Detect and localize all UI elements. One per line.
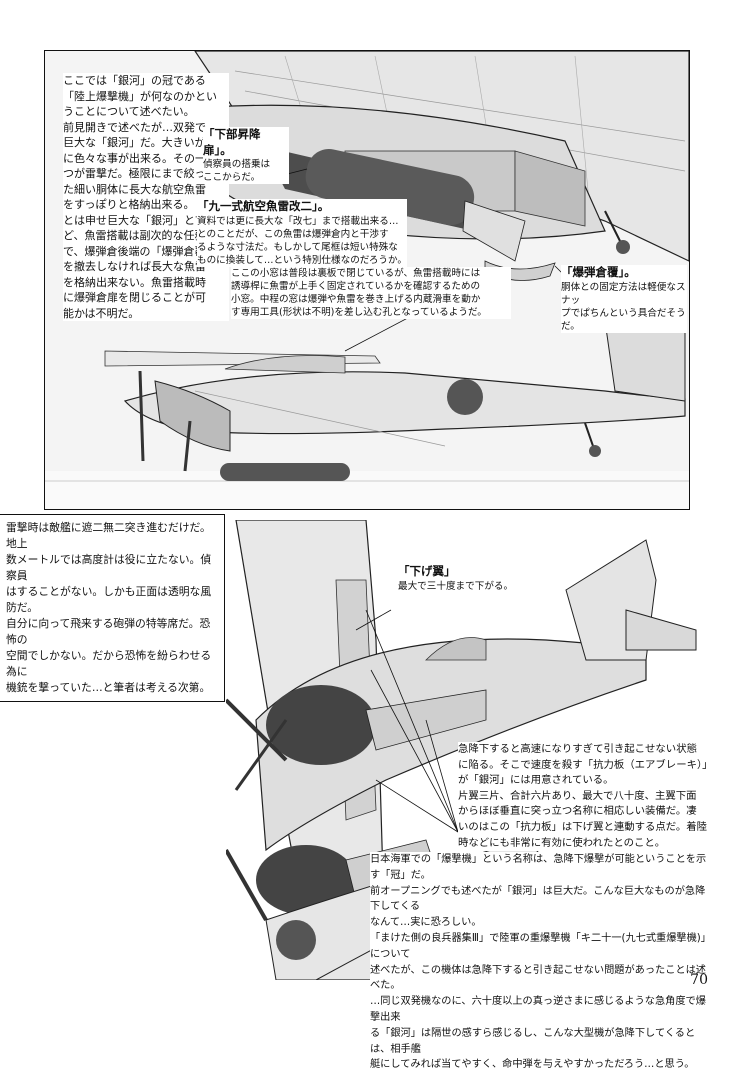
intro-line: に色々な事が出来る。その一 (63, 151, 206, 165)
dive-line: 急降下すると高速になりすぎて引き起こせない状態 (458, 743, 697, 755)
attack-line: 雷撃時は敵艦に遮二無二突き進むだけだ。地上 (6, 521, 211, 550)
intro-line: 能かは不明だ。 (63, 306, 140, 320)
intro-line: を格納出来ない。魚雷搭載時 (63, 275, 206, 289)
caption-bomb-cover: 「爆弾倉覆」。 胴体との固定方法は軽便なスナッ プでぱちんという具合だそうだ。 (561, 265, 687, 333)
intro-line: ど、魚雷搭載は副次的な任務 (63, 229, 206, 242)
bottom-line: …同じ双発機なのに、六十度以上の真っ逆さまに感じるような急角度で爆撃出来 (370, 996, 706, 1023)
intro-line: 「陸上爆撃機」が何なのかとい (63, 89, 217, 103)
bottom-line: 前オープニングでも述べたが「銀河」は巨大だ。こんな巨大なものが急降下してくる (370, 885, 706, 913)
aircraft-side-view (104, 320, 686, 481)
intro-line: 前見開きで述べたが…双発で (63, 120, 206, 134)
dive-line: 時などにも非常に有効に使われたとのこと。 (458, 836, 666, 849)
caption-title: 「下げ翼」 (398, 564, 456, 578)
caption-flap: 「下げ翼」 最大で三十度まで下がる。 (398, 564, 538, 593)
caption-line: 胴体との固定方法は軽便なスナッ (561, 281, 686, 306)
dive-line: に陥る。そこで速度を殺す「抗力板（エアブレーキ）」 (458, 758, 713, 771)
attack-line: はすることがない。しかも正面は透明な風防だ。 (6, 585, 212, 614)
caption-line: 最大で三十度まで下がる。 (398, 580, 514, 592)
intro-line: うことについて述べたい。 (63, 105, 195, 118)
attack-info-box: 雷撃時は敵艦に遮二無二突き進むだけだ。地上 数メートルでは高度計は役に立たない。… (0, 514, 225, 702)
bottom-line: る「銀河」は隔世の感すら感じるし、こんな大型機が急降下してくるとは、相手艦 (370, 1027, 696, 1055)
bottom-line: 述べたが、この機体は急降下すると引き起こせない問題があったことは述べた。 (370, 964, 706, 992)
caption-line: ここの小窓は普段は裏板で閉じているが、魚雷搭載時には (231, 268, 481, 279)
caption-small-window: ここの小窓は普段は裏板で閉じているが、魚雷搭載時には 誘導桿に魚雷が上手く固定さ… (231, 267, 511, 319)
caption-line: とのことだが、この魚雷は爆弾倉内と干渉す (197, 228, 389, 240)
top-illustration-panel: ここでは「銀河」の冠である 「陸上爆撃機」が何なのかとい うことについて述べたい… (44, 50, 690, 510)
intro-line: で、爆弾倉後端の「爆弾倉覆」 (63, 244, 217, 258)
intro-line: とは申せ巨大な「銀河」と言え (63, 213, 217, 227)
caption-lower-door: 「下部昇降扉」。 偵察員の搭乗は ここからだ。 (203, 127, 289, 184)
bottom-line: なんて…実に恐ろしい。 (370, 917, 482, 929)
dive-line: が「銀河」には用意されている。 (458, 774, 614, 787)
caption-torpedo: 「九一式航空魚雷改二」。 資料では更に長大な「改七」まで搭載出来る… とのことだ… (197, 199, 407, 267)
caption-line: 資料では更に長大な「改七」まで搭載出来る… (197, 215, 399, 227)
caption-line: 偵察員の搭乗は (203, 159, 271, 170)
caption-line: プでぱちんという具合だそうだ。 (561, 307, 686, 332)
caption-line: 小窓。中程の窓は爆弾や魚雷を巻き上げる内蔵滑車を動か (231, 294, 481, 305)
bottom-line: 日本海軍での「爆撃機」という名称は、急降下爆撃が可能ということを示す「冠」だ。 (370, 854, 707, 881)
intro-text: ここでは「銀河」の冠である 「陸上爆撃機」が何なのかとい うことについて述べたい… (63, 73, 229, 321)
bottom-line: 「まけた側の良兵器集Ⅲ」で陸軍の重爆撃機「キ二十一(九七式重爆撃機)」について (370, 932, 706, 960)
page-number: 70 (690, 972, 708, 988)
dive-line: 片翼三片、合計六片あり、最大で八十度、主翼下面 (458, 789, 697, 802)
attack-line: 空間でしかない。だから恐怖を紛らわせる為に (6, 649, 212, 678)
caption-title: 「爆弾倉覆」。 (561, 265, 636, 279)
attack-line: 機銃を撃っていた…と筆者は考える次第。 (6, 681, 211, 694)
dive-line: からほぼ垂直に突っ立つ名称に相応しい装備だ。凄 (458, 805, 697, 818)
dive-brake-text: 急降下すると高速になりすぎて引き起こせない状態 に陥る。そこで速度を殺す「抗力板… (458, 742, 713, 852)
caption-title: 「九一式航空魚雷改二」。 (197, 199, 330, 213)
caption-line: るような寸法だ。もしかして尾框は短い特殊な (197, 241, 398, 253)
bottom-text: 日本海軍での「爆撃機」という名称は、急降下爆撃が可能ということを示す「冠」だ。 … (370, 852, 710, 1073)
caption-line: ものに換装して…という特別仕様なのだろうか。 (197, 254, 408, 266)
intro-line: に爆弾倉扉を閉じることが可 (63, 291, 206, 304)
caption-line: 誘導桿に魚雷が上手く固定されているかを確認するための (231, 281, 481, 292)
attack-line: 自分に向って飛来する砲弾の特等席だ。恐怖の (6, 617, 211, 646)
intro-line: 巨大な「銀河」だ。大きいが故 (63, 136, 217, 149)
bottom-line: 艇にしてみれば当てやすく、命中弾を与えやすかっただろう…と思う。 (370, 1059, 695, 1071)
intro-line: た細い胴体に長大な航空魚雷 (63, 182, 206, 196)
caption-title: 「下部昇降扉」。 (203, 127, 261, 157)
caption-line: ここからだ。 (203, 172, 261, 183)
attack-line: 数メートルでは高度計は役に立たない。偵察員 (6, 553, 212, 582)
torpedo-upper (278, 149, 526, 262)
intro-line: ここでは「銀河」の冠である (63, 74, 206, 87)
intro-line: をすっぽりと格納出来る。 (63, 198, 195, 211)
intro-line: つが雷撃だ。極限にまで絞っ (63, 167, 206, 180)
intro-line: を撤去しなければ長大な魚雷 (63, 260, 206, 273)
dive-line: いのはこの「抗力板」は下げ翼と連動する点だ。着陸 (458, 820, 708, 833)
caption-line: す専用工具(形状は不明)を差し込む孔となっているようだ。 (231, 307, 487, 318)
